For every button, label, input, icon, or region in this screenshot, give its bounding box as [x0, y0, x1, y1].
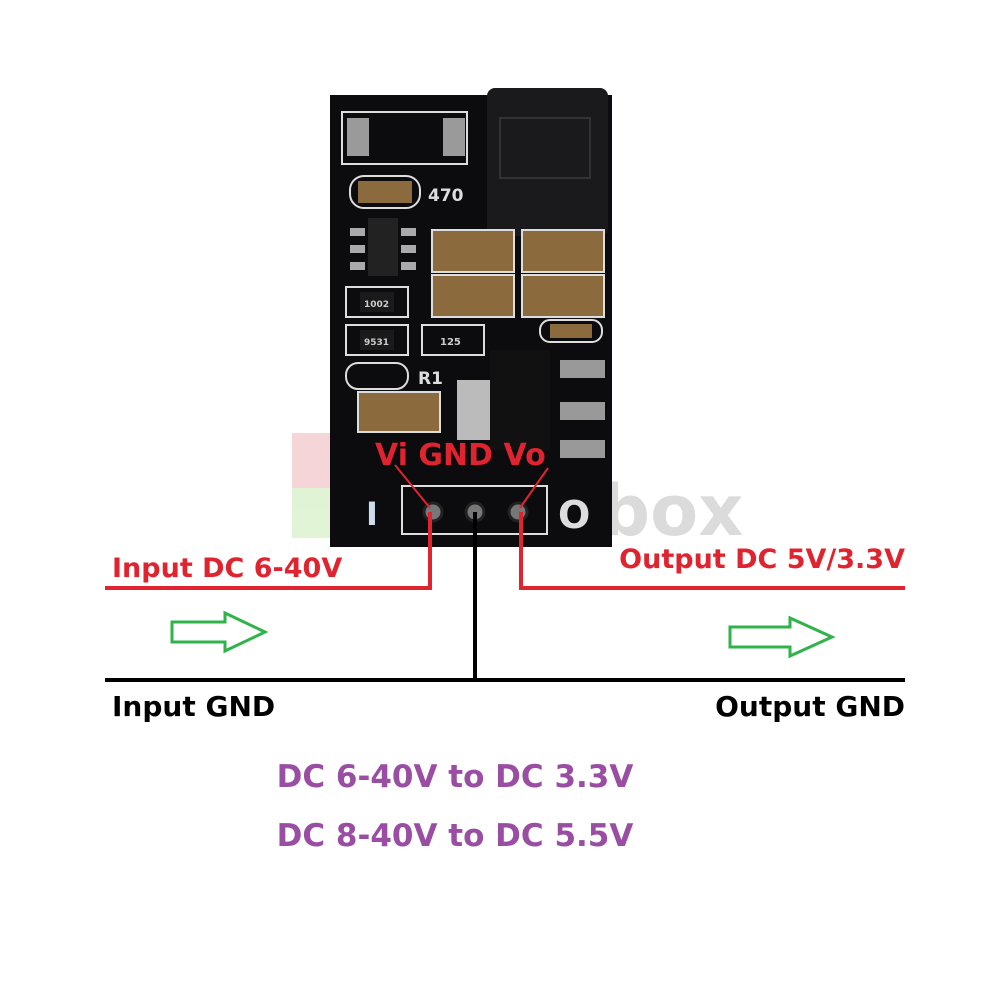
svg-text:9531: 9531 — [364, 338, 389, 348]
svg-text:I: I — [366, 495, 378, 533]
spec-line-1: DC 6-40V to DC 3.3V — [277, 759, 634, 795]
spec-line-2: DC 8-40V to DC 5.5V — [277, 818, 634, 854]
svg-text:1002: 1002 — [364, 300, 389, 310]
input-wire — [105, 512, 432, 590]
svg-text:box: box — [600, 470, 743, 552]
input-voltage-label: Input DC 6-40V — [112, 553, 342, 584]
svg-text:125: 125 — [440, 337, 461, 348]
output-voltage-label: Output DC 5V/3.3V — [619, 544, 905, 575]
svg-text:O: O — [558, 493, 590, 537]
inductor — [487, 88, 608, 236]
pcb-board: 470 1002 9531 125 R1 I O — [330, 88, 612, 547]
output-gnd-label: Output GND — [715, 690, 905, 723]
arrow-right-icon — [728, 615, 836, 659]
output-wire — [519, 512, 905, 590]
watermark-logo: box — [292, 433, 743, 552]
input-gnd-label: Input GND — [112, 690, 275, 723]
svg-text:R1: R1 — [418, 369, 443, 389]
pin-labels: Vi GND Vo — [375, 438, 546, 473]
silkscreen-470: 470 — [428, 186, 464, 206]
arrow-right-icon — [170, 610, 269, 654]
